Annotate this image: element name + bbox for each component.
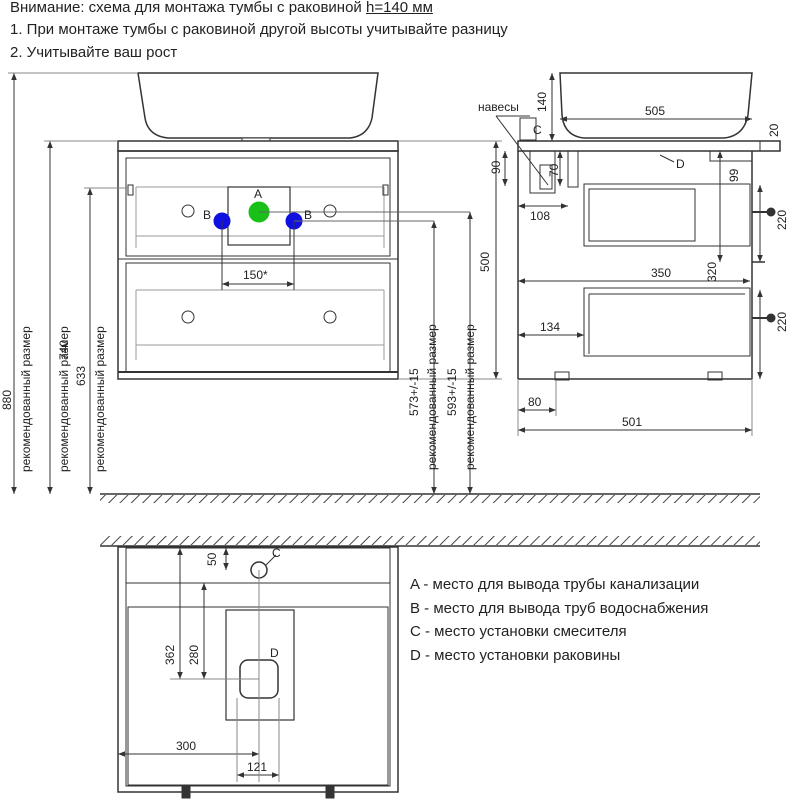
dim-90: 90 (489, 160, 503, 174)
front-knob (323, 204, 337, 218)
top-view (117, 546, 399, 799)
dim-593-note: рекомендованный размер (463, 324, 477, 470)
note-line-3: 2. Учитывайте ваш рост (10, 44, 178, 61)
dim-280: 280 (187, 645, 201, 665)
note-line-1-emphasis: h=140 мм (365, 0, 433, 16)
dim-633-note: рекомендованный размер (93, 326, 107, 472)
side-drawer-lower (583, 287, 751, 357)
label-a: A (254, 187, 262, 201)
dim-134: 134 (540, 320, 560, 334)
label-b-right: B (304, 208, 312, 222)
dim-140: 140 (535, 92, 549, 112)
label-d-top: D (270, 646, 279, 660)
dim-880: 880 (0, 390, 14, 410)
dim-320: 320 (705, 262, 719, 282)
dim-573-note: рекомендованный размер (425, 324, 439, 470)
dim-740-note: рекомендованный размер (57, 326, 71, 472)
dim-350: 350 (651, 266, 671, 280)
note-line-2: 1. При монтаже тумбы с раковиной другой … (10, 21, 508, 38)
dim-150: 150* (243, 268, 268, 282)
dim-20: 20 (767, 123, 781, 137)
front-view (8, 72, 502, 494)
label-b-left: B (203, 208, 211, 222)
note-line-1-text: Внимание: схема для монтажа тумбы с рако… (10, 0, 366, 16)
wall (100, 536, 760, 547)
legend-item-c: C - место установки смесителя (410, 623, 627, 640)
dim-80: 80 (528, 395, 542, 409)
dim-501: 501 (622, 415, 642, 429)
legend-item-d: D - место установки раковины (410, 647, 621, 664)
dim-220-upper: 220 (775, 210, 789, 230)
dim-121: 121 (247, 760, 267, 774)
dim-220-lower: 220 (775, 312, 789, 332)
dim-740: 740 (57, 340, 71, 360)
legend-item-a: A - место для вывода трубы канализации (410, 576, 700, 593)
dim-108: 108 (530, 209, 550, 223)
front-knob (181, 204, 195, 218)
label-c-top: C (272, 546, 281, 560)
front-knob (181, 310, 195, 324)
dim-500: 500 (478, 252, 492, 272)
front-sink-bowl (137, 72, 379, 139)
dim-573: 573+/-15 (407, 368, 421, 416)
label-d-side: D (676, 157, 685, 171)
top-cutout (225, 609, 295, 721)
side-drawer-upper (583, 183, 751, 247)
front-cabinet (117, 150, 399, 380)
top-countertop (117, 546, 399, 793)
dim-99: 99 (727, 168, 741, 182)
side-view (495, 72, 781, 436)
label-hinges: навесы (478, 100, 519, 114)
side-countertop (517, 140, 781, 152)
dim-50: 50 (205, 552, 219, 566)
dim-300: 300 (176, 739, 196, 753)
dim-593: 593+/-15 (445, 368, 459, 416)
dim-70: 70 (547, 163, 561, 177)
dim-505: 505 (645, 104, 665, 118)
dim-633: 633 (74, 366, 88, 386)
dim-880-note: рекомендованный размер (19, 326, 33, 472)
legend-item-b: B - место для вывода труб водоснабжения (410, 600, 709, 617)
front-knob (323, 310, 337, 324)
label-c-side: C (533, 123, 542, 137)
floor (100, 493, 760, 503)
note-line-1: Внимание: схема для монтажа тумбы с рако… (10, 0, 433, 17)
front-countertop (117, 140, 399, 152)
dim-362: 362 (163, 645, 177, 665)
